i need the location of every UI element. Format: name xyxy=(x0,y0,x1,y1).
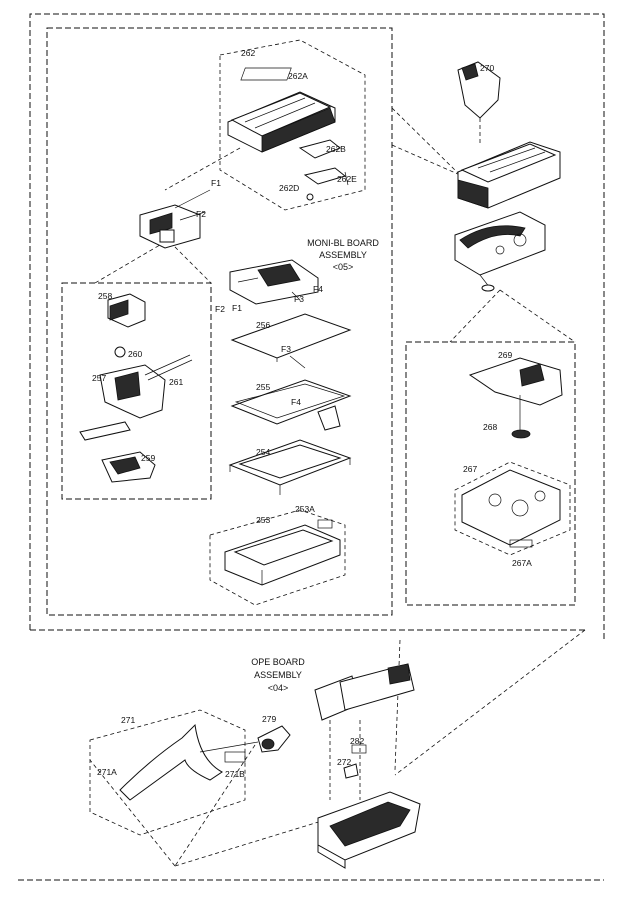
label-f4-mid: F4 xyxy=(313,284,323,294)
ope-label-line3: <04> xyxy=(268,683,289,693)
label-f1-mid: F1 xyxy=(232,303,242,313)
label-262E: 262E xyxy=(337,174,357,184)
label-268: 268 xyxy=(483,422,497,432)
moni-bl-label-line1: MONI-BL BOARD xyxy=(307,238,379,248)
label-f4-low: F4 xyxy=(291,397,301,407)
lcd-housing-262 xyxy=(219,39,366,211)
sheet-256 xyxy=(230,313,352,369)
ope-board-parts xyxy=(314,663,421,869)
label-253A: 253A xyxy=(295,504,315,514)
frame-254 xyxy=(228,439,352,495)
label-270: 270 xyxy=(480,63,494,73)
label-271B: 271B xyxy=(225,769,245,779)
label-267: 267 xyxy=(463,464,477,474)
lower-left-parts xyxy=(89,709,291,836)
hinge-parts-box xyxy=(79,293,193,483)
ope-label-line2: ASSEMBLY xyxy=(254,670,302,680)
connector-lines xyxy=(89,107,586,867)
part-labels: 262 262A 262B 262E 262D 270 F1 F2 258 26… xyxy=(92,48,532,779)
moni-bl-label-line3: <05> xyxy=(333,262,354,272)
label-262A: 262A xyxy=(288,71,308,81)
label-f3-low: F3 xyxy=(281,344,291,354)
label-279: 279 xyxy=(262,714,276,724)
part-270 xyxy=(457,61,501,145)
label-254: 254 xyxy=(256,447,270,457)
right-lcd-module xyxy=(454,141,561,292)
label-f1-top: F1 xyxy=(211,178,221,188)
label-271A: 271A xyxy=(97,767,117,777)
display-board xyxy=(229,259,319,305)
frame-lines xyxy=(18,13,605,881)
label-253: 253 xyxy=(256,515,270,525)
moni-bl-label-line2: ASSEMBLY xyxy=(319,250,367,260)
label-271: 271 xyxy=(121,715,135,725)
hinge-assembly xyxy=(139,189,211,249)
label-261: 261 xyxy=(169,377,183,387)
label-259: 259 xyxy=(141,453,155,463)
label-262: 262 xyxy=(241,48,255,58)
label-272: 272 xyxy=(337,757,351,767)
case-253 xyxy=(209,509,346,606)
label-255: 255 xyxy=(256,382,270,392)
label-f3-mid: F3 xyxy=(294,294,304,304)
label-262D: 262D xyxy=(279,183,299,193)
label-f2-top: F2 xyxy=(196,209,206,219)
label-282: 282 xyxy=(350,736,364,746)
sheet-255 xyxy=(230,379,352,431)
ope-label-line1: OPE BOARD xyxy=(251,657,305,667)
label-262B: 262B xyxy=(326,144,346,154)
label-269: 269 xyxy=(498,350,512,360)
assembly-labels: MONI-BL BOARD ASSEMBLY <05> OPE BOARD AS… xyxy=(251,238,379,693)
right-box-parts xyxy=(454,357,571,556)
label-258: 258 xyxy=(98,291,112,301)
label-f2-mid: F2 xyxy=(215,304,225,314)
label-256: 256 xyxy=(256,320,270,330)
label-267A: 267A xyxy=(512,558,532,568)
label-257: 257 xyxy=(92,373,106,383)
label-260: 260 xyxy=(128,349,142,359)
